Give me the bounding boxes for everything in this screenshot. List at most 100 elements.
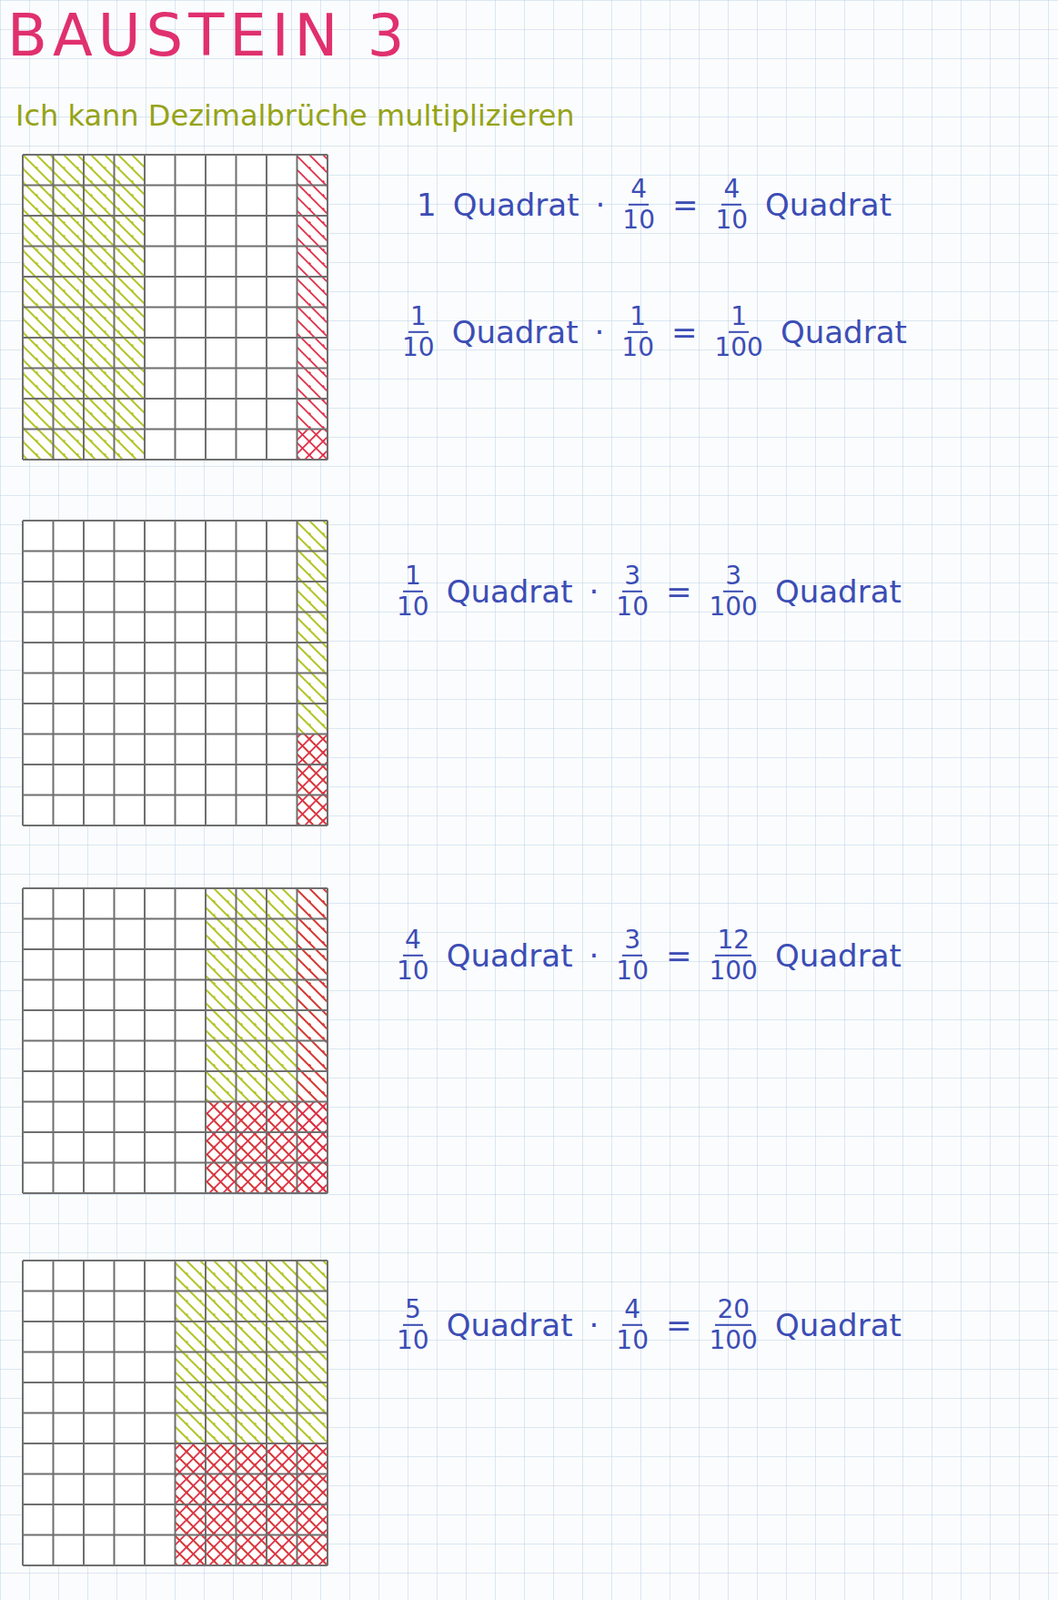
grid-line bbox=[22, 214, 328, 217]
equation-term: Quadrat bbox=[446, 573, 574, 610]
equation-term: = bbox=[671, 313, 698, 351]
grid-line bbox=[22, 1289, 328, 1292]
fraction: 3100 bbox=[706, 561, 759, 622]
equation-term: · bbox=[594, 313, 605, 351]
grid-line bbox=[22, 1472, 328, 1475]
hundred-square-grid bbox=[22, 887, 328, 1193]
grid-line bbox=[22, 824, 328, 827]
grid-line bbox=[22, 458, 328, 461]
fraction: 20100 bbox=[706, 1294, 759, 1355]
grid-line bbox=[22, 978, 328, 981]
grid-line bbox=[22, 1441, 328, 1444]
numerator: 4 bbox=[628, 174, 649, 206]
grid-line bbox=[22, 1411, 328, 1414]
grid-line bbox=[22, 917, 328, 920]
equation: 110Quadrat·110=1100Quadrat bbox=[392, 302, 916, 363]
numerator: 1 bbox=[627, 302, 648, 333]
grid-line bbox=[22, 1319, 328, 1322]
grid-ground bbox=[22, 1259, 328, 1565]
grid-line bbox=[22, 153, 328, 156]
grid-line bbox=[22, 1533, 328, 1536]
numerator: 5 bbox=[403, 1294, 424, 1326]
equation-term: · bbox=[589, 937, 600, 974]
denominator: 10 bbox=[619, 332, 656, 363]
equation-term: 1 bbox=[416, 186, 437, 223]
fraction: 110 bbox=[619, 302, 656, 363]
fraction: 410 bbox=[614, 1294, 651, 1355]
equation-term: · bbox=[589, 1306, 600, 1343]
equation-term: = bbox=[665, 937, 693, 974]
numerator: 4 bbox=[721, 174, 742, 206]
hundred-square-grid bbox=[22, 154, 328, 460]
grid-line bbox=[22, 641, 328, 644]
fraction: 310 bbox=[614, 561, 651, 622]
denominator: 10 bbox=[620, 205, 657, 235]
hundred-square-grid bbox=[22, 520, 328, 826]
grid-line bbox=[22, 1069, 328, 1072]
equation-term: Quadrat bbox=[775, 1306, 902, 1343]
equation-term: Quadrat bbox=[765, 186, 892, 223]
grid-line bbox=[22, 1100, 328, 1103]
grid-line bbox=[22, 306, 328, 309]
equation-term: = bbox=[665, 573, 693, 610]
grid-line bbox=[22, 184, 328, 187]
grid-line bbox=[22, 1039, 328, 1042]
grid-ground bbox=[22, 154, 328, 460]
equation-term: Quadrat bbox=[780, 313, 907, 351]
fraction: 310 bbox=[614, 925, 651, 986]
equation-term: Quadrat bbox=[446, 937, 574, 974]
grid-line bbox=[22, 947, 328, 950]
grid-line bbox=[22, 1502, 328, 1505]
grid-line bbox=[22, 1380, 328, 1383]
page-title: BAUSTEIN 3 bbox=[7, 1, 411, 70]
numerator: 12 bbox=[715, 925, 752, 957]
numerator: 4 bbox=[622, 1294, 643, 1326]
equation-term: Quadrat bbox=[452, 313, 579, 351]
grid-line bbox=[22, 275, 328, 278]
denominator: 10 bbox=[614, 592, 651, 622]
denominator: 100 bbox=[706, 956, 759, 986]
grid-line bbox=[22, 1191, 328, 1194]
grid-line bbox=[22, 397, 328, 400]
denominator: 10 bbox=[713, 205, 750, 235]
denominator: 100 bbox=[706, 592, 759, 622]
grid-ground bbox=[22, 520, 328, 826]
fraction: 410 bbox=[713, 174, 750, 235]
grid-line bbox=[22, 763, 328, 766]
equation-term: Quadrat bbox=[453, 186, 580, 223]
grid-line bbox=[22, 1259, 328, 1261]
grid-ground bbox=[22, 887, 328, 1193]
numerator: 3 bbox=[723, 561, 744, 593]
fraction: 110 bbox=[394, 561, 432, 622]
equation-term: Quadrat bbox=[775, 573, 902, 610]
numerator: 3 bbox=[622, 561, 643, 593]
hatch-area bbox=[297, 734, 329, 827]
denominator: 10 bbox=[394, 592, 432, 622]
grid-line bbox=[22, 886, 328, 889]
equation-term: = bbox=[672, 186, 699, 223]
subtitle: Ich kann Dezimalbrüche multiplizieren bbox=[15, 98, 575, 133]
grid-line bbox=[22, 580, 328, 583]
denominator: 100 bbox=[706, 1325, 759, 1355]
equation-term: = bbox=[665, 1306, 693, 1343]
denominator: 10 bbox=[614, 1325, 651, 1355]
hundred-square-grid bbox=[22, 1259, 328, 1565]
hatch-area bbox=[297, 734, 329, 827]
numerator: 20 bbox=[715, 1294, 752, 1326]
denominator: 10 bbox=[400, 332, 437, 363]
fraction: 110 bbox=[400, 302, 437, 363]
grid-line bbox=[22, 1563, 328, 1566]
denominator: 100 bbox=[712, 332, 765, 363]
hatch-area bbox=[297, 429, 329, 461]
numerator: 1 bbox=[728, 302, 749, 333]
equation-term: · bbox=[589, 573, 600, 610]
fraction: 510 bbox=[394, 1294, 432, 1355]
grid-line bbox=[22, 550, 328, 553]
denominator: 10 bbox=[614, 956, 651, 986]
grid-line bbox=[22, 1008, 328, 1011]
fraction: 12100 bbox=[706, 925, 759, 986]
grid-line bbox=[22, 428, 328, 431]
grid-line bbox=[22, 336, 328, 339]
